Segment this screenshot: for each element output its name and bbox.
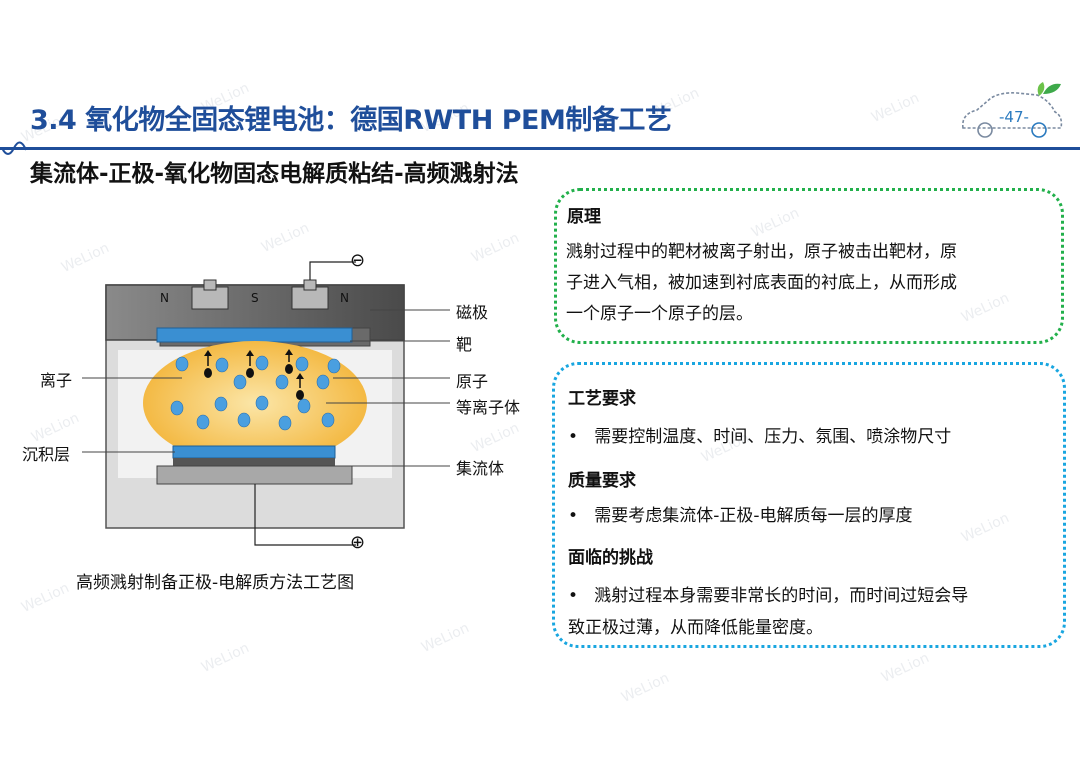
label-deposition-layer: 沉积层 [22,445,71,464]
principle-box [554,188,1064,344]
bullet-dot: • [568,586,579,606]
collector-strip [173,458,335,466]
requirements-box [552,362,1066,648]
label-atom: 原子 [456,372,489,391]
quality-bullet: • 需要考虑集流体-正极-电解质每一层的厚度 [568,500,913,532]
plasma-cloud [143,341,367,465]
challenge-line: 致正极过薄，从而降低能量密度。 [568,618,823,638]
principle-line: 溅射过程中的靶材被离子射出，原子被击出靶材，原 [566,242,957,262]
bullet-dot: • [568,506,579,526]
label-ion: 离子 [40,371,73,390]
page-number: -47- [999,108,1029,126]
diagram-caption: 高频溅射制备正极-电解质方法工艺图 [76,573,355,593]
watermark-text: WeLion [418,620,472,656]
label-plasma: 等离子体 [456,398,521,417]
watermark-text: WeLion [868,90,922,126]
magnet-label-n2: N [340,291,349,305]
watermark-text: WeLion [618,670,672,706]
ion-particles [170,355,341,431]
slide-title: 3.4 氧化物全固态锂电池：德国RWTH PEM制备工艺 [30,105,672,136]
process-bullet: • 需要控制温度、时间、压力、氛围、喷涂物尺寸 [568,421,951,453]
quality-bullet-text: 需要考虑集流体-正极-电解质每一层的厚度 [594,506,913,526]
process-heading: 工艺要求 [568,389,636,409]
watermark-text: WeLion [198,640,252,676]
target-plate [156,327,353,343]
label-current-collector: 集流体 [456,459,505,478]
watermark-text: WeLion [878,650,932,686]
challenge-bullet: • 溅射过程本身需要非常长的时间，而时间过短会导 致正极过薄，从而降低能量密度。 [568,580,968,644]
title-divider [0,147,1080,150]
substrate-holder [156,465,353,485]
minus-terminal: ⊖ [350,250,366,271]
deposition-layer [172,445,336,459]
sputtered-atoms [204,349,304,400]
principle-line: 一个原子一个原子的层。 [566,304,753,324]
label-target: 靶 [456,335,473,354]
magnet-label-n1: N [160,291,169,305]
magnet-label-s: S [251,291,259,305]
principle-heading: 原理 [567,207,601,227]
plus-terminal: ⊕ [350,532,366,553]
principle-line: 子进入气相，被加速到衬底表面的衬底上，从而形成 [566,273,957,293]
quality-heading: 质量要求 [568,471,636,491]
bullet-dot: • [568,427,579,447]
slide-subtitle: 集流体-正极-氧化物固态电解质粘结-高频溅射法 [30,161,519,187]
car-leaf-icon [961,82,1063,138]
challenge-line: 溅射过程本身需要非常长的时间，而时间过短会导 [594,586,969,606]
principle-text: 溅射过程中的靶材被离子射出，原子被击出靶材，原 子进入气相，被加速到衬底表面的衬… [566,237,957,330]
watermark-text: WeLion [18,580,72,616]
challenge-heading: 面临的挑战 [568,548,653,568]
label-magnetic-pole: 磁极 [456,303,489,322]
process-bullet-text: 需要控制温度、时间、压力、氛围、喷涂物尺寸 [594,427,952,447]
sputtering-diagram [82,261,450,546]
wave-icon [1,141,27,155]
